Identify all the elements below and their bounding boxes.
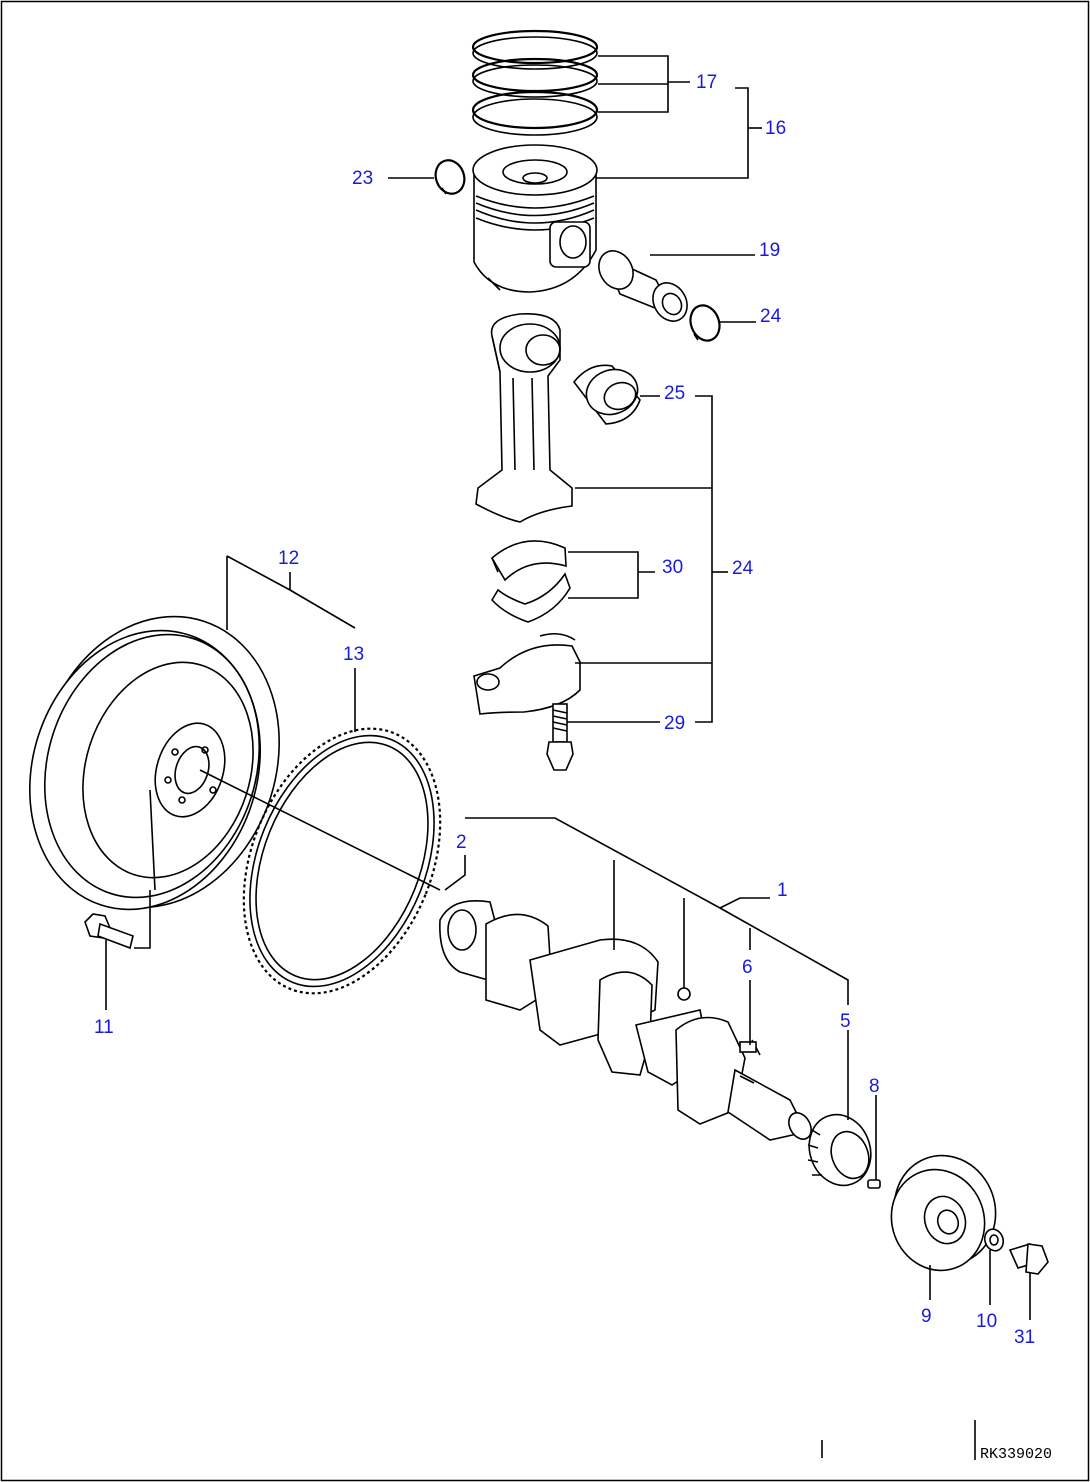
bearing-shells-part-31	[490, 540, 571, 623]
callout-6[interactable]: 6	[742, 957, 753, 978]
callout-2[interactable]: 2	[456, 832, 467, 853]
callout-25[interactable]: 24	[732, 558, 754, 579]
crankshaft-part-1	[439, 900, 812, 1141]
callout-5[interactable]: 5	[840, 1011, 851, 1032]
pin-part-8	[867, 1179, 881, 1189]
callout-9[interactable]: 9	[921, 1306, 932, 1327]
piston-rings-part-19	[471, 29, 599, 136]
crank-gear-part-5	[807, 1113, 872, 1187]
connecting-rod-part-25	[475, 313, 573, 523]
rod-bolt-part-30	[546, 703, 574, 771]
callout-8[interactable]: 8	[869, 1076, 880, 1097]
drawing-code: RK339020	[980, 1446, 1052, 1463]
leader-lines	[105, 55, 1031, 1460]
flywheel-part-16	[28, 615, 280, 911]
callout-11[interactable]: 31	[1014, 1327, 1035, 1348]
pulley-part-9	[890, 1154, 997, 1272]
snap-ring-right-part-24	[689, 304, 721, 342]
small-end-bushing-part-29	[572, 364, 641, 425]
callout-30[interactable]: 29	[664, 713, 685, 734]
snap-ring-left-part-24	[434, 159, 466, 195]
callout-19[interactable]: 17	[696, 72, 717, 93]
callout-31[interactable]: 30	[662, 557, 683, 578]
callout-29[interactable]: 25	[664, 383, 685, 404]
piston-pin-part-23	[598, 250, 688, 322]
ring-gear-part-16	[242, 727, 442, 995]
pulley-bolt-part-11	[1008, 1243, 1049, 1275]
callout-17[interactable]: 16	[765, 118, 786, 139]
rod-cap-part-25	[473, 632, 581, 715]
callout-13[interactable]: 12	[278, 548, 299, 569]
washer-part-10	[983, 1228, 1005, 1252]
callout-10[interactable]: 10	[976, 1311, 997, 1332]
flywheel-bolt-part-12	[84, 913, 134, 950]
callout-16[interactable]: 13	[343, 644, 364, 665]
callout-12[interactable]: 11	[94, 1017, 114, 1038]
piston-part-17	[472, 144, 598, 293]
callout-23[interactable]: 19	[759, 240, 780, 261]
callout-24-left[interactable]: 23	[352, 168, 373, 189]
callout-1[interactable]: 1	[777, 880, 788, 901]
callout-24-right[interactable]: 24	[760, 306, 782, 327]
